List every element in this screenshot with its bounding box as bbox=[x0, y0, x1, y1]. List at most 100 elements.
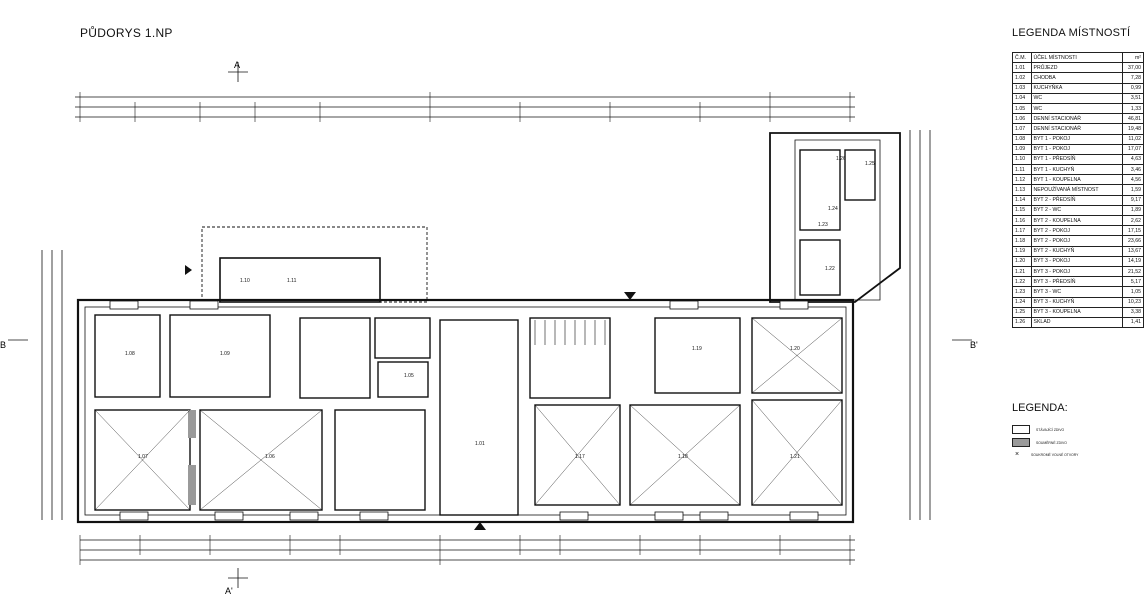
room-number-cell: 1.11 bbox=[1012, 164, 1032, 176]
room-area-cell: 1,05 bbox=[1121, 286, 1144, 298]
room-purpose-cell: BYT 2 - POKOJ bbox=[1030, 235, 1123, 247]
room-purpose-cell: BYT 2 - KUCHYŇ bbox=[1030, 245, 1123, 257]
room-label: 1.10 bbox=[240, 278, 250, 284]
room-area-cell: 14,19 bbox=[1121, 255, 1144, 267]
room-area-cell: 21,52 bbox=[1121, 265, 1144, 278]
room-label: 1.22 bbox=[825, 266, 835, 272]
room-area-cell: 4,56 bbox=[1121, 174, 1144, 186]
room-area-cell: 46,81 bbox=[1121, 113, 1144, 125]
room-label: 1.18 bbox=[678, 454, 688, 460]
room-area-cell: 3,46 bbox=[1121, 164, 1144, 176]
x-symbol-icon: × bbox=[1015, 451, 1020, 458]
room-area-cell: 11,02 bbox=[1121, 133, 1144, 145]
room-purpose-cell: BYT 3 - KUCHYŇ bbox=[1030, 296, 1123, 308]
swatch-existing-wall bbox=[1012, 425, 1030, 434]
room-legend-title: LEGENDA MÍSTNOSTÍ bbox=[1012, 27, 1131, 39]
room-purpose-cell: KUCHYŇKA bbox=[1030, 82, 1123, 94]
room-area-cell: 17,07 bbox=[1121, 143, 1144, 155]
room-label: 1.07 bbox=[138, 454, 148, 460]
legend-label: SOUMĚRNÉ ZDIVO bbox=[1036, 440, 1067, 445]
section-mark-b-left: B bbox=[0, 340, 6, 350]
room-area-cell: 9,17 bbox=[1121, 194, 1144, 206]
room-area-cell: 7,28 bbox=[1121, 72, 1144, 84]
swatch-dark-wall bbox=[1012, 438, 1030, 447]
room-area-cell: 3,38 bbox=[1121, 306, 1144, 318]
room-area-cell: 2,62 bbox=[1121, 214, 1144, 227]
room-number-cell: 1.08 bbox=[1012, 133, 1032, 145]
room-purpose-cell: DENNÍ STACIONÁŘ bbox=[1030, 123, 1123, 135]
room-purpose-cell: CHODBA bbox=[1030, 72, 1123, 84]
room-number-cell: 1.07 bbox=[1012, 123, 1032, 135]
room-area-cell: 13,67 bbox=[1121, 245, 1144, 257]
room-area-cell: 19,48 bbox=[1121, 123, 1144, 135]
room-number-cell: 1.16 bbox=[1012, 214, 1032, 227]
room-number-cell: 1.20 bbox=[1012, 255, 1032, 267]
room-purpose-cell: PRŮJEZD bbox=[1030, 62, 1123, 74]
room-label: 1.08 bbox=[125, 351, 135, 357]
room-area-cell: 37,00 bbox=[1121, 62, 1144, 74]
legend-item-existing-wall: STÁVAJÍCÍ ZDIVO bbox=[1012, 425, 1064, 434]
room-purpose-cell: BYT 2 - POKOJ bbox=[1030, 225, 1123, 237]
room-area-cell: 5,17 bbox=[1121, 276, 1144, 288]
room-label: 1.24 bbox=[828, 206, 838, 212]
room-area-cell: 1,33 bbox=[1121, 102, 1144, 115]
legend-label: SOUKROMÉ VOLNÉ OTVORY bbox=[1031, 453, 1079, 457]
room-area-cell: 4,63 bbox=[1121, 153, 1144, 166]
room-number-cell: 1.17 bbox=[1012, 225, 1032, 237]
header-room-number: Č.M. bbox=[1012, 51, 1032, 64]
room-purpose-cell: SKLAD bbox=[1030, 316, 1123, 329]
room-purpose-cell: NEPOUŽÍVANÁ MÍSTNOST bbox=[1030, 184, 1123, 196]
room-purpose-cell: BYT 3 - WC bbox=[1030, 286, 1123, 298]
room-number-cell: 1.06 bbox=[1012, 113, 1032, 125]
room-purpose-cell: WC bbox=[1030, 102, 1123, 115]
drawing-title: PŮDORYS 1.NP bbox=[80, 26, 173, 40]
room-label: 1.06 bbox=[265, 454, 275, 460]
room-label: 1.09 bbox=[220, 351, 230, 357]
room-purpose-cell: BYT 3 - PŘEDSÍŇ bbox=[1030, 276, 1123, 288]
room-number-cell: 1.21 bbox=[1012, 265, 1032, 278]
room-label: 1.26 bbox=[836, 156, 846, 162]
room-number-cell: 1.03 bbox=[1012, 82, 1032, 94]
section-mark-b-right: B' bbox=[970, 340, 978, 350]
room-label: 1.19 bbox=[692, 346, 702, 352]
room-number-cell: 1.15 bbox=[1012, 204, 1032, 217]
room-number-cell: 1.18 bbox=[1012, 235, 1032, 247]
room-purpose-cell: BYT 1 - KOUPELNA bbox=[1030, 174, 1123, 186]
room-number-cell: 1.12 bbox=[1012, 174, 1032, 186]
room-area-cell: 1,59 bbox=[1121, 184, 1144, 196]
room-number-cell: 1.05 bbox=[1012, 102, 1032, 115]
room-label: 1.11 bbox=[287, 278, 297, 284]
room-label: 1.20 bbox=[790, 346, 800, 352]
room-number-cell: 1.09 bbox=[1012, 143, 1032, 155]
room-purpose-cell: DENNÍ STACIONÁŘ bbox=[1030, 113, 1123, 125]
legend-title: LEGENDA: bbox=[1012, 402, 1068, 414]
room-label: 1.25 bbox=[865, 161, 875, 167]
room-number-cell: 1.02 bbox=[1012, 72, 1032, 84]
room-area-cell: 1,41 bbox=[1121, 316, 1144, 329]
room-purpose-cell: BYT 2 - WC bbox=[1030, 204, 1123, 217]
room-area-cell: 17,15 bbox=[1121, 225, 1144, 237]
legend-item-dark-wall: SOUMĚRNÉ ZDIVO bbox=[1012, 438, 1067, 447]
room-label: 1.01 bbox=[475, 441, 485, 447]
room-number-cell: 1.26 bbox=[1012, 316, 1032, 329]
